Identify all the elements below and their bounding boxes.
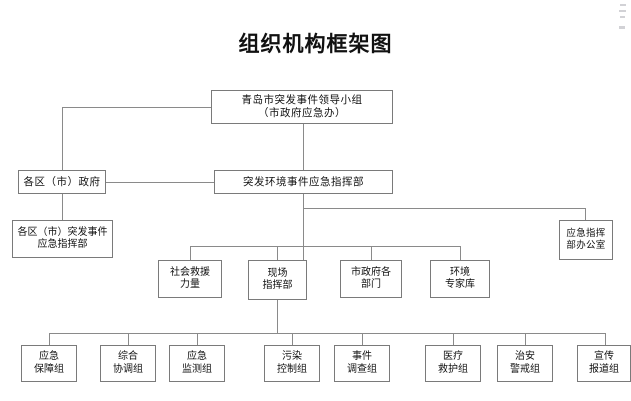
edge-env-command-stem: [303, 194, 304, 260]
node-government-departments[interactable]: 市政府各 部门: [340, 260, 402, 298]
edge-district-gov-to-district-command: [62, 194, 63, 220]
node-team-pollution-control[interactable]: 污染 控制组: [264, 345, 320, 382]
edge-bus-to-site-command: [277, 246, 278, 260]
node-team-medical-rescue[interactable]: 医疗 救护组: [425, 345, 481, 382]
edge-leading-left-stub: [62, 107, 212, 108]
node-team-emergency-support[interactable]: 应急 保障组: [21, 345, 77, 382]
edge-bus-to-team-4: [362, 333, 363, 345]
edge-bus-to-team-2: [197, 333, 198, 345]
node-team-publicity-reporting[interactable]: 宣传 报道组: [577, 345, 631, 382]
edge-bus-to-social-rescue: [190, 246, 191, 260]
edge-bus-to-team-1: [128, 333, 129, 345]
edge-bus-to-team-5: [453, 333, 454, 345]
edge-bus-to-team-3: [292, 333, 293, 345]
scan-artifact: [617, 4, 629, 34]
node-team-public-security[interactable]: 治安 警戒组: [497, 345, 553, 382]
edge-site-command-stem: [277, 300, 278, 333]
node-environment-expert-pool[interactable]: 环境 专家库: [430, 260, 490, 298]
page-title: 组织机构框架图: [238, 31, 393, 56]
edge-leading-to-env-command: [303, 124, 304, 170]
edge-bus-to-team-0: [49, 333, 50, 345]
node-team-comprehensive-coordination[interactable]: 综合 协调组: [100, 345, 156, 382]
node-district-emergency-command[interactable]: 各区（市）突发事件 应急指挥部: [12, 220, 113, 258]
edge-teams-bus: [49, 333, 605, 334]
node-command-office[interactable]: 应急指挥 部办公室: [559, 220, 613, 260]
node-env-emergency-command[interactable]: 突发环境事件应急指挥部: [214, 170, 393, 194]
edge-district-gov-to-env-command: [106, 182, 214, 183]
edge-bus-to-team-6: [525, 333, 526, 345]
edge-env-command-to-office-bus: [303, 208, 585, 209]
edge-level4-bus: [190, 246, 460, 247]
node-team-emergency-monitoring[interactable]: 应急 监测组: [169, 345, 225, 382]
node-district-government[interactable]: 各区（市）政府: [18, 170, 106, 194]
node-team-incident-investigation[interactable]: 事件 调查组: [334, 345, 390, 382]
node-social-rescue-force[interactable]: 社会救援 力量: [158, 260, 222, 298]
edge-bus-to-expert-pool: [460, 246, 461, 260]
edge-office-drop: [585, 208, 586, 220]
edge-bus-to-gov-departments: [371, 246, 372, 260]
node-leading-group[interactable]: 青岛市突发事件领导小组 （市政府应急办）: [211, 90, 393, 124]
node-site-command[interactable]: 现场 指挥部: [248, 260, 307, 300]
edge-leading-to-district-gov: [62, 107, 63, 170]
edge-bus-to-team-7: [605, 333, 606, 345]
